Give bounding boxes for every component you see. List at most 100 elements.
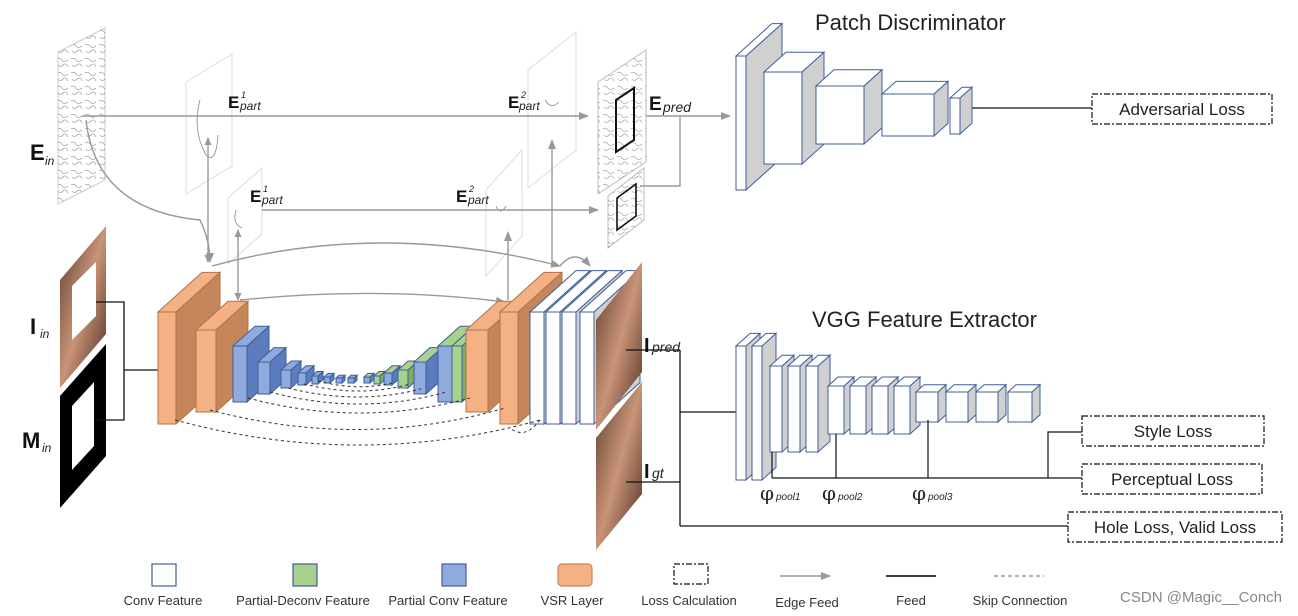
perceptual-loss-box: Perceptual Loss [1081,463,1263,495]
phi-pool1: φ pool1 [760,481,800,505]
label-e-part2-low: E 2 part [456,184,489,207]
svg-text:1: 1 [241,90,246,100]
pconv-block-6 [322,372,336,385]
vgg-block-4d [1006,383,1042,424]
svg-text:I: I [644,461,650,483]
output-image-pred [596,262,642,430]
vgg-tap-lines [771,420,1082,479]
svg-text:Feed: Feed [896,593,926,608]
legend-skip-connection: Skip Connection [973,575,1068,608]
adversarial-loss-box: Adversarial Loss [1091,93,1273,125]
edge-feed-lines [82,112,731,305]
pdeconv-block-1 [362,372,376,385]
svg-text:E: E [250,187,261,206]
svg-text:VSR Layer: VSR Layer [541,593,605,608]
pdeconv-block-3 [382,364,402,387]
svg-text:pred: pred [662,99,692,115]
svg-text:φ: φ [912,481,926,505]
edge-map-part1-top [185,53,233,195]
edge-map-pred-small [607,166,645,250]
legend-edge-feed: Edge Feed [775,572,839,610]
skip-connections [174,380,541,446]
svg-text:2: 2 [468,184,474,194]
pconv-block-7 [334,374,347,385]
style-loss-box: Style Loss [1081,415,1265,447]
vgg-block-4b [944,383,978,424]
legend-conv-feature: Conv Feature [124,563,203,608]
svg-text:pool2: pool2 [837,492,863,503]
label-e-part1-low: E 1 part [250,184,283,207]
svg-text:Adversarial Loss: Adversarial Loss [1119,100,1245,119]
svg-text:M: M [22,428,40,453]
svg-text:Edge Feed: Edge Feed [775,595,839,610]
disc-block-4 [880,80,950,138]
legend-partial-conv-feature: Partial Conv Feature [388,563,508,608]
label-e-pred: E pred [649,94,692,115]
svg-text:E: E [649,94,662,115]
svg-text:Partial Conv Feature: Partial Conv Feature [388,593,507,608]
edge-map-part2-low [485,148,523,278]
svg-text:pred: pred [651,339,681,355]
svg-text:φ: φ [822,481,836,505]
svg-text:E: E [30,140,45,165]
svg-text:1: 1 [263,184,268,194]
svg-text:in: in [42,441,52,455]
svg-text:pool3: pool3 [927,492,953,503]
vgg-feature-extractor [734,332,1042,482]
svg-text:pool1: pool1 [775,492,800,503]
svg-text:Hole Loss, Valid Loss: Hole Loss, Valid Loss [1094,518,1256,537]
label-e-in: E in [30,140,55,168]
input-mask [60,344,106,508]
svg-text:in: in [40,327,50,341]
svg-text:Perceptual Loss: Perceptual Loss [1111,470,1233,489]
legend-vsr-layer: VSR Layer [541,563,605,608]
svg-text:part: part [518,99,540,113]
legend-feed: Feed [886,575,936,608]
svg-text:E: E [228,93,239,112]
label-i-in: I in [30,314,50,341]
svg-text:Conv Feature: Conv Feature [124,593,203,608]
vgg-block-4a [914,383,948,424]
label-m-in: M in [22,428,52,455]
svg-text:Skip Connection: Skip Connection [973,593,1068,608]
vgg-block-2c [804,354,832,454]
legend: Conv Feature Partial-Deconv Feature Part… [124,563,1068,610]
svg-text:I: I [30,314,36,339]
svg-text:gt: gt [652,465,665,481]
svg-text:Style Loss: Style Loss [1134,422,1212,441]
label-i-pred: I pred [644,335,681,357]
hole-valid-loss-box: Hole Loss, Valid Loss [1067,511,1283,543]
phi-pool2: φ pool2 [822,481,863,505]
svg-text:part: part [261,193,283,207]
disc-block-2 [762,51,826,166]
edge-map-part1-low [227,166,263,266]
input-feed-lines [96,301,158,421]
svg-text:2: 2 [520,90,526,100]
label-e-part2-top: E 2 part [508,90,540,113]
watermark: CSDN @Magic__Conch [1120,589,1282,606]
label-e-part1-top: E 1 part [228,90,261,113]
disc-block-5 [948,86,974,136]
edge-map-part2-top [527,30,577,190]
legend-partial-deconv-feature: Partial-Deconv Feature [236,563,370,608]
patch-discriminator [734,22,974,192]
vgg-title: VGG Feature Extractor [812,307,1037,332]
legend-loss-calculation: Loss Calculation [641,563,737,608]
svg-text:part: part [467,193,489,207]
svg-text:in: in [45,154,55,168]
svg-text:E: E [508,93,519,112]
svg-text:Loss Calculation: Loss Calculation [641,593,736,608]
patch-discriminator-title: Patch Discriminator [815,10,1006,35]
output-feed-lines [626,107,1092,527]
label-i-gt: I gt [644,461,665,483]
pconv-block-8 [346,374,359,385]
svg-text:part: part [239,99,261,113]
phi-pool3: φ pool3 [912,481,953,505]
vgg-block-4c [974,383,1008,424]
svg-text:Partial-Deconv Feature: Partial-Deconv Feature [236,593,370,608]
disc-block-3 [814,68,884,146]
vsr-block-enc-2 [194,300,250,414]
output-image-gt [596,382,642,550]
edge-map-pred [597,49,647,195]
